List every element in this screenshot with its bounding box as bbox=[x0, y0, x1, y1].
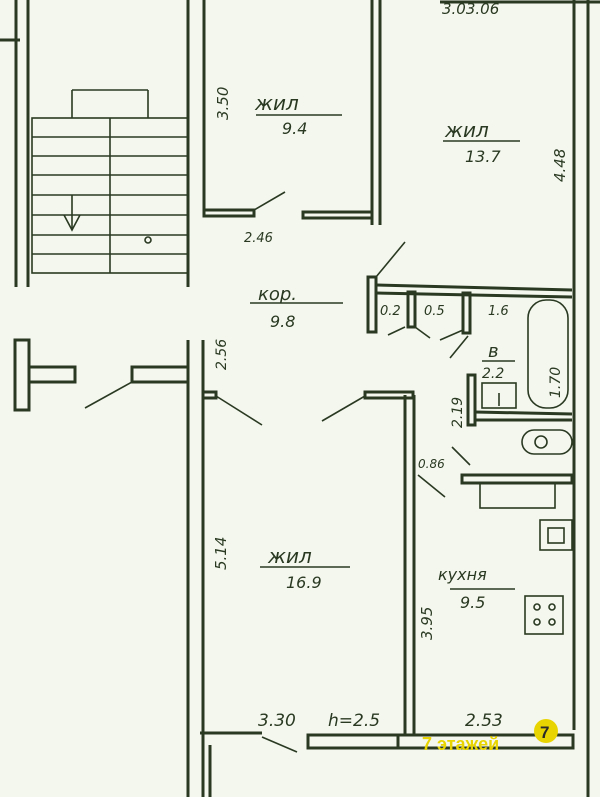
dim-label: 2.56 bbox=[214, 339, 230, 370]
dim-label: 2.53 bbox=[465, 711, 503, 731]
dim-label: 2.19 bbox=[450, 397, 466, 428]
room-name: кор. bbox=[258, 284, 297, 305]
dim-label: 0.2 bbox=[380, 304, 401, 319]
room-name: жил bbox=[444, 118, 489, 142]
dim-label: 0.5 bbox=[424, 304, 445, 319]
dim-label: 3.95 bbox=[418, 607, 436, 640]
dim-label: 3.30 bbox=[258, 711, 296, 731]
room-area: 9.8 bbox=[270, 312, 295, 331]
dim-label: 2.46 bbox=[244, 231, 273, 246]
room-area: 9.4 bbox=[282, 119, 307, 138]
date-stamp: 3.03.06 bbox=[442, 0, 499, 18]
room-area: 13.7 bbox=[465, 147, 501, 166]
room-name: жил bbox=[254, 91, 299, 115]
dim-label: 5.14 bbox=[212, 537, 230, 570]
room-name: жил bbox=[267, 544, 312, 568]
room-area: 16.9 bbox=[286, 573, 322, 592]
room-name: кухня bbox=[438, 565, 487, 584]
stove-icon bbox=[524, 595, 564, 635]
watermark-logo-icon bbox=[534, 719, 558, 743]
room-name: в bbox=[488, 341, 499, 362]
dim-label: 1.6 bbox=[488, 304, 509, 319]
dim-label: 4.48 bbox=[551, 149, 569, 182]
dim-label: 3.50 bbox=[214, 87, 232, 120]
room-area: 2.2 bbox=[482, 366, 504, 382]
watermark-logo-text: 7 bbox=[540, 723, 549, 742]
dim-label: 0.86 bbox=[418, 457, 445, 471]
room-area: 9.5 bbox=[460, 593, 485, 612]
dim-label: 1.70 bbox=[548, 367, 564, 398]
watermark-text: 7 этажей bbox=[422, 734, 499, 754]
ceiling-height: h=2.5 bbox=[328, 711, 380, 731]
